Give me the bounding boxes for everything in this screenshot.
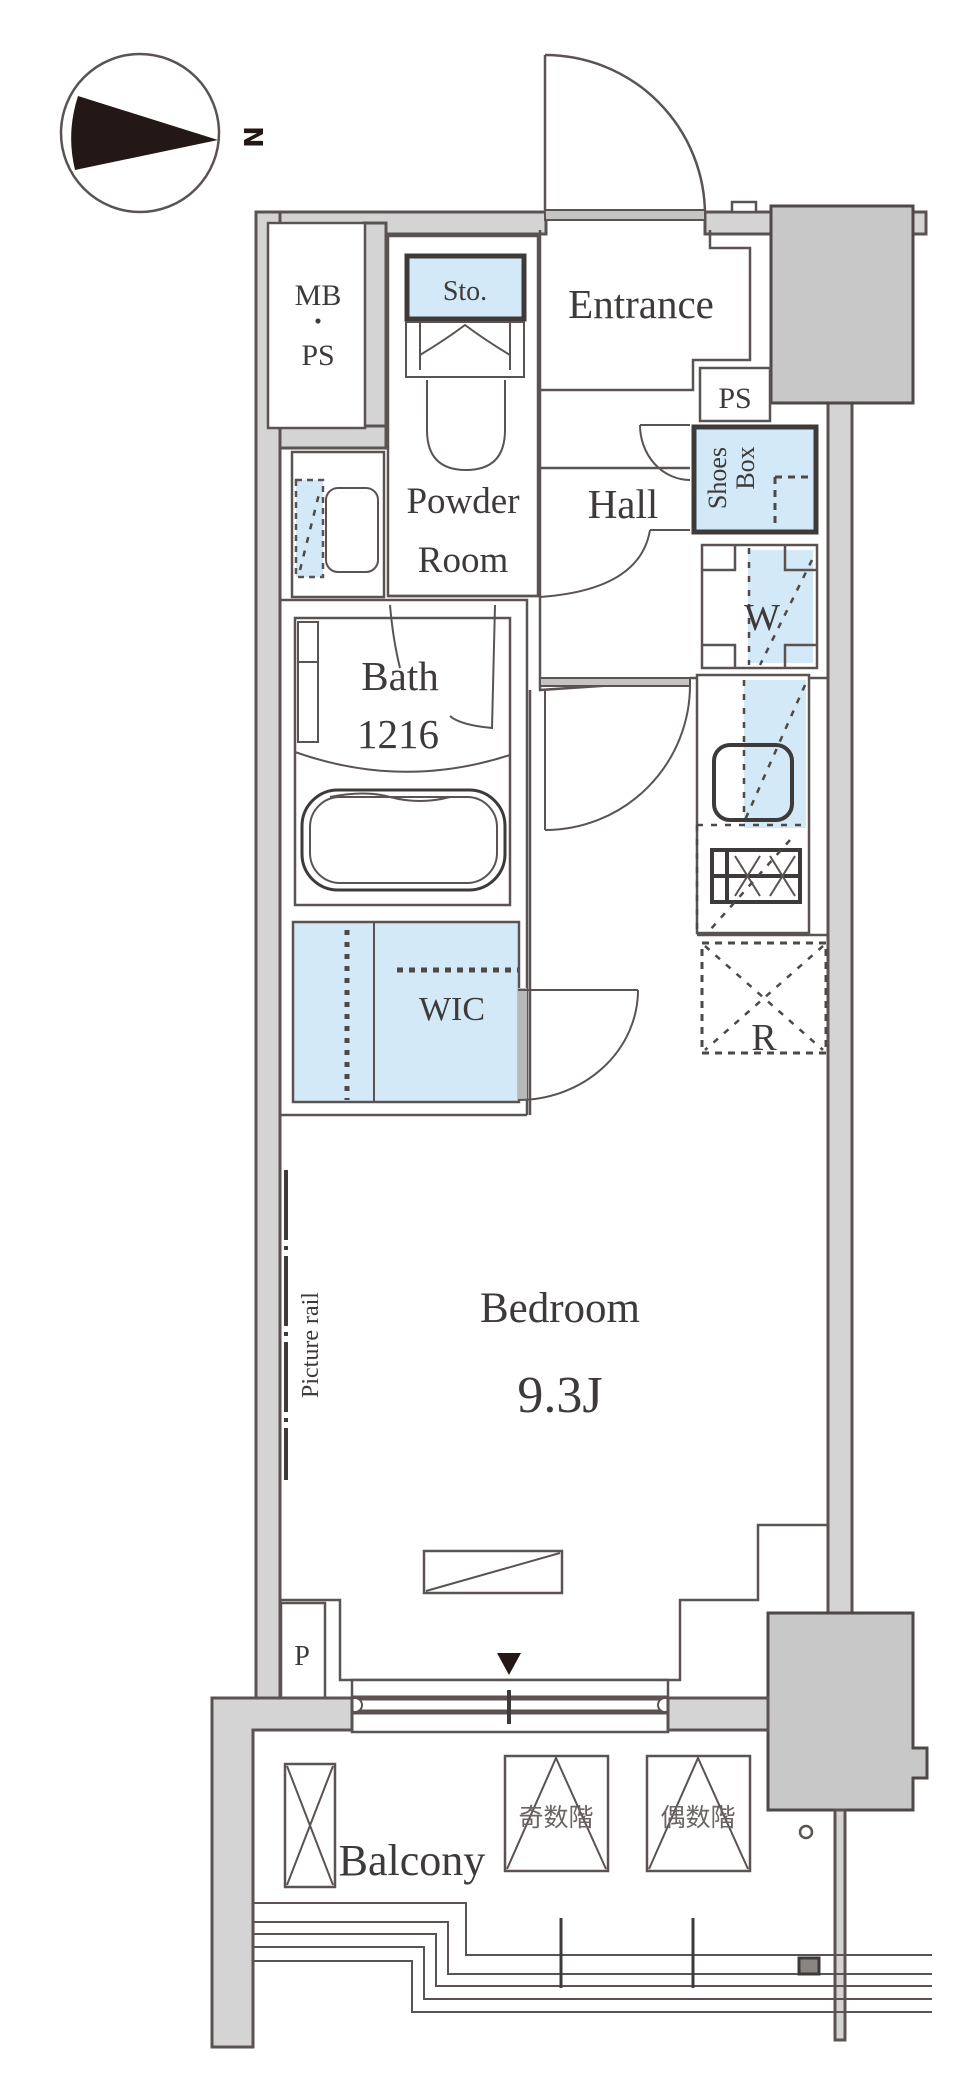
washbasin: [290, 450, 386, 599]
svg-text:偶数階: 偶数階: [660, 1803, 735, 1832]
svg-text:Box: Box: [731, 446, 760, 489]
svg-text:Powder: Powder: [406, 481, 519, 522]
hall: Hall: [538, 390, 691, 680]
svg-text:Bedroom: Bedroom: [480, 1285, 640, 1332]
bathroom: Bath 1216: [280, 594, 540, 1115]
svg-text:Balcony: Balcony: [339, 1836, 486, 1885]
bedroom: Picture rail Bedroom 9.3J P: [278, 1115, 828, 1701]
balcony: Balcony 奇数階 偶数階: [253, 1754, 932, 2013]
stove-icon: [710, 848, 802, 904]
column-top-right: [769, 204, 915, 405]
vent-icon: [797, 1956, 821, 1976]
sink-icon: [712, 743, 794, 822]
kitchen-counter: [690, 673, 828, 935]
svg-text:PS: PS: [301, 339, 334, 372]
compass-icon: N: [59, 52, 267, 214]
svg-text:Hall: Hall: [588, 481, 659, 527]
shoes-box: Shoes Box: [691, 424, 819, 535]
svg-text:P: P: [294, 1641, 310, 1672]
bathtub-icon: [300, 788, 507, 892]
bedroom-door-icon: [528, 677, 691, 1115]
svg-text:Sto.: Sto.: [443, 276, 487, 307]
entry-arrow-icon: [497, 1653, 521, 1675]
outdoor-unit-icon: [283, 1762, 337, 1889]
svg-text:Entrance: Entrance: [568, 281, 714, 327]
drain-icon: [798, 1824, 814, 1840]
svg-text:奇数階: 奇数階: [518, 1803, 593, 1832]
svg-text:9.3J: 9.3J: [517, 1367, 602, 1424]
svg-text:Shoes: Shoes: [703, 447, 732, 509]
balcony-window: [347, 1678, 673, 1734]
svg-text:Room: Room: [418, 540, 509, 581]
storage-shelf: [404, 253, 527, 322]
toilet-icon: [405, 321, 525, 472]
svg-text:MB: MB: [295, 279, 342, 312]
svg-text:PS: PS: [718, 382, 751, 415]
svg-text:・: ・: [306, 310, 330, 336]
svg-text:R: R: [751, 1017, 777, 1059]
entrance-door-icon: [543, 53, 707, 216]
svg-text:1216: 1216: [357, 711, 439, 757]
refrigerator-space: R: [697, 933, 828, 1059]
entrance-area: Entrance: [538, 230, 752, 392]
svg-text:WIC: WIC: [419, 991, 485, 1028]
column-bottom-right: [766, 1611, 929, 1812]
pipe-space: [279, 1601, 327, 1701]
mb-ps-closet: MB ・ PS: [266, 221, 367, 430]
compass-north-label: N: [237, 126, 267, 148]
svg-text:Picture rail: Picture rail: [298, 1292, 324, 1398]
powder-room: Sto. Powder Room: [386, 234, 540, 598]
balcony-walls: [210, 1696, 847, 2049]
svg-text:W: W: [744, 597, 780, 639]
svg-text:Bath: Bath: [361, 653, 438, 699]
washer-space: W: [700, 543, 819, 670]
ps-shaft: PS: [698, 366, 772, 423]
walk-in-closet: WIC: [291, 920, 639, 1104]
air-conditioner-icon: [422, 1549, 564, 1595]
evacuation-hatch-odd: 奇数階: [503, 1754, 610, 1873]
evacuation-hatch-even: 偶数階: [645, 1754, 752, 1873]
